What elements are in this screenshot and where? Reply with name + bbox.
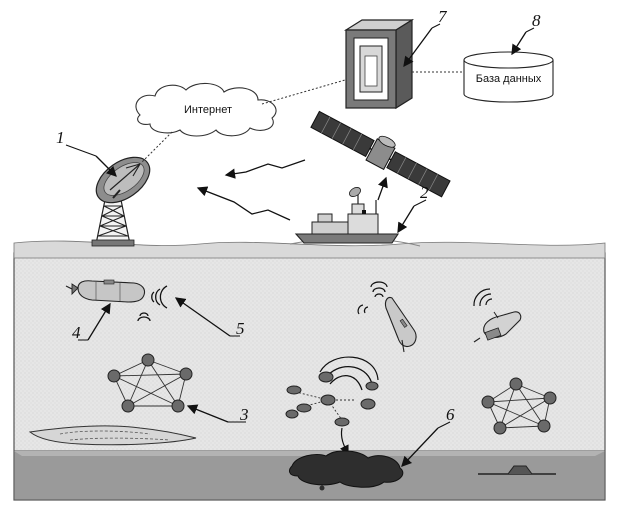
internet-dish-link <box>141 131 173 163</box>
sensor-node <box>365 381 379 391</box>
seabed-object <box>478 465 556 475</box>
ground-station-dish <box>91 156 151 247</box>
callout-3: 3 <box>239 405 249 424</box>
callout-6: 6 <box>446 405 455 424</box>
sensor-node <box>543 391 557 405</box>
satellite-to-dish-link <box>224 159 306 179</box>
sensor-node <box>509 377 523 391</box>
database-label: База данных <box>476 73 542 85</box>
sensor-cluster-center <box>285 356 379 456</box>
sensor-node <box>493 421 507 435</box>
vertical-auv <box>384 296 417 353</box>
satellite <box>310 110 451 198</box>
sensor-network-right <box>481 377 557 435</box>
callout-8: 8 <box>532 11 541 30</box>
sensor-network-left <box>107 353 193 413</box>
sensor-node <box>121 399 135 413</box>
internet-cloud: Интернет <box>135 82 277 137</box>
ship-to-satellite-link <box>377 176 388 201</box>
surface-ship <box>294 187 400 244</box>
sensor-node <box>481 395 495 409</box>
callout-1: 1 <box>56 128 65 147</box>
sensor-node <box>360 398 376 410</box>
internet-server-link <box>261 79 346 105</box>
callout-4: 4 <box>72 323 81 342</box>
auv-torpedo <box>65 279 146 303</box>
internet-label: Интернет <box>184 104 232 116</box>
ship-to-dish-link <box>196 186 291 221</box>
callout-2: 2 <box>420 183 429 202</box>
sensor-node <box>334 417 350 427</box>
radio-links <box>196 159 388 221</box>
sensor-node <box>107 369 121 383</box>
auv-signal-arcs <box>137 285 168 322</box>
sensor-node <box>141 353 155 367</box>
sensor-node <box>320 394 336 406</box>
callout-5: 5 <box>236 319 245 338</box>
callout-7: 7 <box>438 7 448 26</box>
sensor-node <box>537 419 551 433</box>
glider-auv <box>473 311 522 343</box>
seabed-target <box>289 450 404 491</box>
sensor-node <box>171 399 185 413</box>
sensor-node <box>179 367 193 381</box>
server-cabinet <box>343 18 415 110</box>
sensor-node <box>296 403 312 413</box>
sensor-node <box>318 371 334 383</box>
database-cylinder: База данных <box>463 51 554 103</box>
seabed-wreck <box>28 425 197 446</box>
callouts: 1 2 3 4 5 6 7 8 <box>56 7 541 467</box>
sensor-node <box>286 385 302 395</box>
sensor-node <box>285 409 299 419</box>
glider-signal-arcs <box>473 288 493 307</box>
vertical-auv-signal-arcs <box>357 281 388 315</box>
